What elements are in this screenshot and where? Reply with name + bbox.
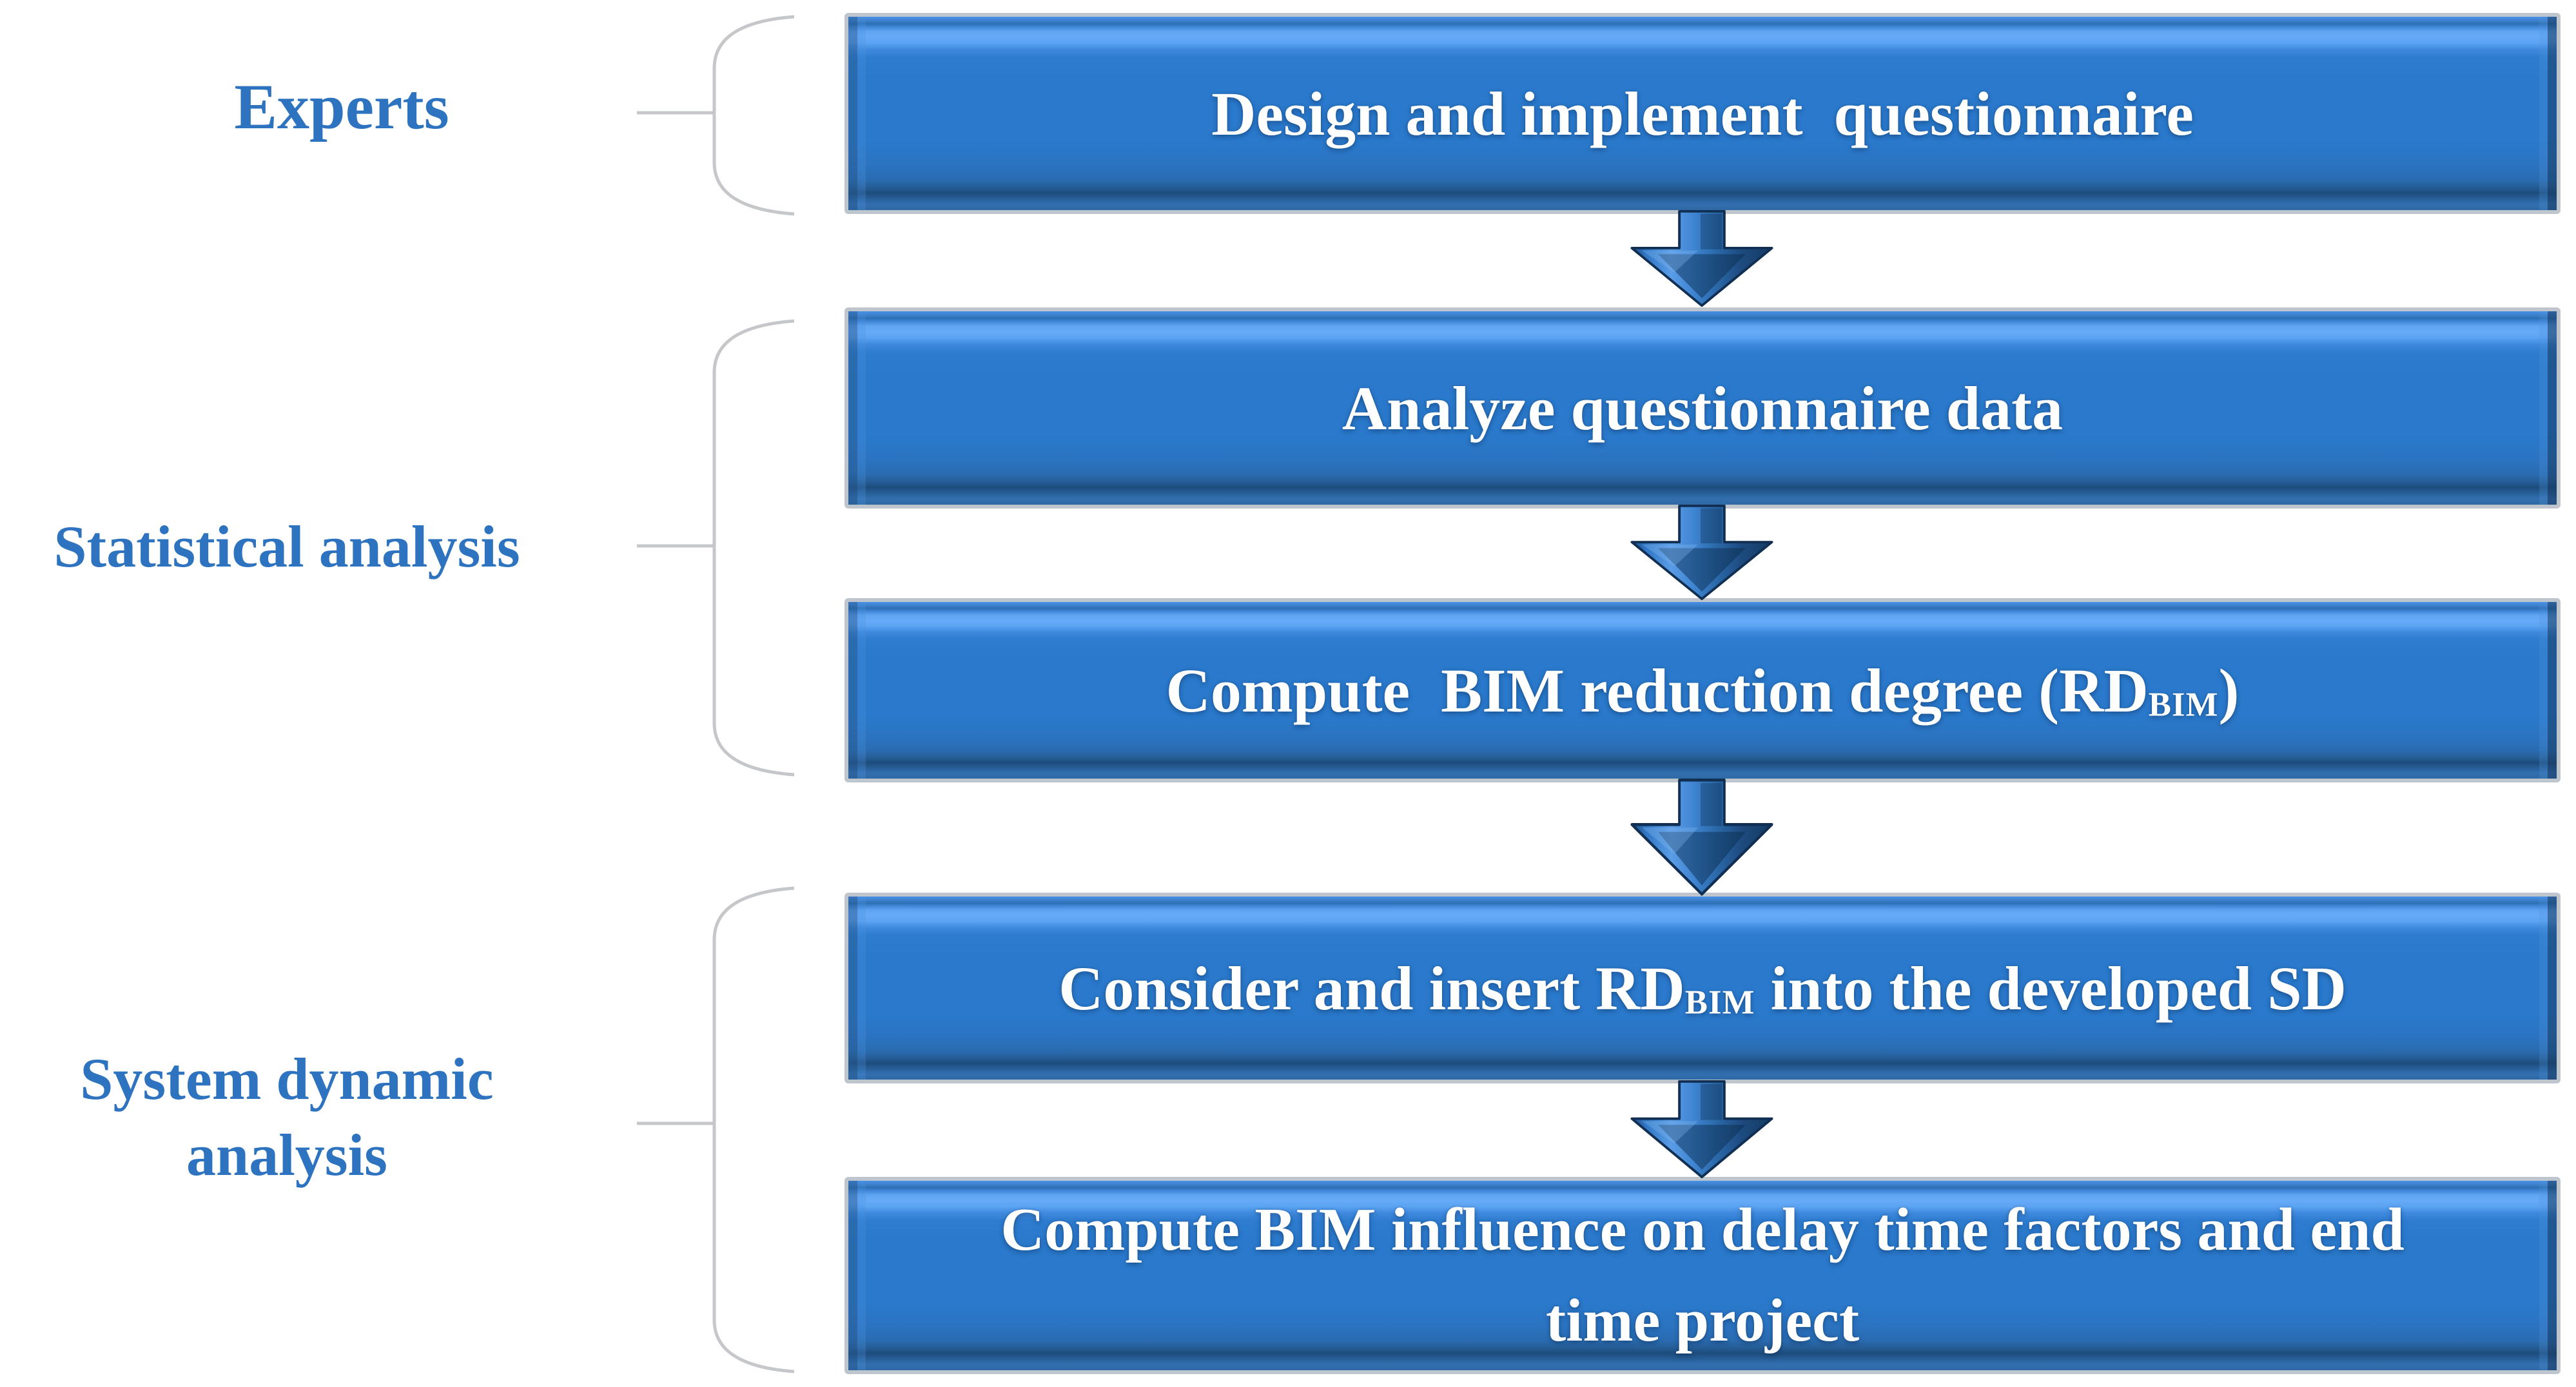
group-label-system-dynamic-analysis: System dynamic analysis	[80, 1046, 494, 1188]
group-label-statistical-analysis: Statistical analysis	[54, 514, 520, 579]
flow-box-label: Compute BIM reduction degree (RDBIM)	[1166, 655, 2239, 725]
bracket-experts-shape	[637, 15, 795, 216]
group-label-experts: Experts	[234, 71, 449, 142]
flow-box-label: Analyze questionnaire data	[1342, 373, 2064, 443]
flow-box-analyze-questionnaire-data: Analyze questionnaire data	[844, 307, 2561, 509]
flow-box-label: Compute BIM influence on delay time fact…	[1000, 1196, 2405, 1354]
down-arrow-icon	[1621, 1080, 1783, 1179]
bracket-system-dynamic-analysis-shape	[637, 886, 795, 1373]
down-arrow-icon	[1621, 505, 1783, 601]
flow-box-label: Consider and insert RDBIM into the devel…	[1059, 953, 2347, 1023]
flow-box-compute-bim-reduction-degree: Compute BIM reduction degree (RDBIM)	[844, 598, 2561, 782]
down-arrow-icon	[1621, 779, 1783, 897]
down-arrow-icon	[1621, 210, 1783, 308]
flow-box-insert-rdbim-into-sd: Consider and insert RDBIM into the devel…	[844, 893, 2561, 1083]
flow-box-label: Design and implement questionnaire	[1211, 79, 2194, 148]
flow-box-design-questionnaire: Design and implement questionnaire	[844, 13, 2561, 214]
flow-box-compute-bim-influence: Compute BIM influence on delay time fact…	[844, 1177, 2561, 1374]
bracket-statistical-analysis-shape	[637, 319, 795, 777]
